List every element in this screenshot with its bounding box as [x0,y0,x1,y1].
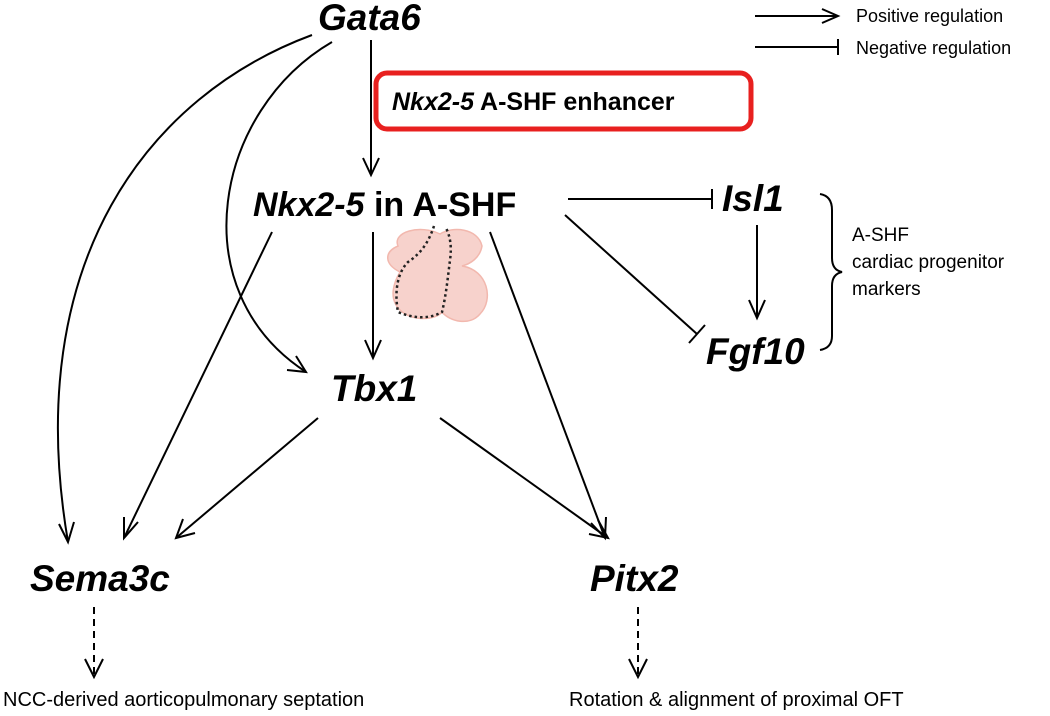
markers-label: A-SHF cardiac progenitor markers [852,225,1005,300]
edge-nkx25-to-sema3c [123,231,273,539]
enhancer-box: Nkx2-5 A-SHF enhancer [373,70,754,132]
node-fgf10: Fgf10 [706,331,805,372]
node-gata6: Gata6 [318,0,421,38]
edge-nkx25-inhibits-fgf10-bar [688,324,706,344]
edges [56,34,766,545]
markers-bracket [819,193,843,351]
node-nkx25-gene-name: Nkx2-5 [253,186,366,224]
edge-nkx25-to-tbx1-arrowhead [364,339,382,361]
edge-gata6-to-nkx25-arrowhead [362,157,380,178]
inhibition-edges [564,189,713,344]
heart-dotted-outline [395,225,453,319]
enhancer-label: Nkx2-5 A-SHF enhancer [392,88,675,116]
node-sema3c: Sema3c [30,558,170,599]
node-nkx25-in-ashf: Nkx2-5 in A-SHF [253,186,516,224]
edge-gata6-to-sema3c [56,34,313,543]
edge-pitx2-to-outcome-arrowhead [628,658,648,680]
gene-nodes: Gata6 Nkx2-5 in A-SHF Isl1 Fgf10 Tbx1 Se… [30,0,805,599]
edge-tbx1-to-pitx2-arrowhead [588,519,610,540]
node-isl1: Isl1 [722,178,784,219]
node-nkx25-suffix: in A-SHF [365,186,517,224]
edge-sema3c-to-outcome-arrowhead [84,658,104,680]
markers-label-line1: A-SHF [852,225,909,246]
heart-illustration [387,225,489,323]
enhancer-gene-name: Nkx2-5 [392,88,475,116]
markers-label-line2: cardiac progenitor [852,252,1005,273]
outcome-labels: NCC-derived aorticopulmonary septation R… [3,689,904,711]
edge-tbx1-to-sema3c-arrowhead [174,518,196,540]
legend-positive-label: Positive regulation [856,6,1003,26]
edge-isl1-to-fgf10-arrowhead [748,299,766,321]
edge-gata6-to-sema3c-arrowhead [58,521,75,545]
node-pitx2: Pitx2 [590,558,679,599]
edge-nkx25-inhibits-fgf10 [564,214,698,335]
legend-positive-arrowhead [821,8,841,24]
legend-negative-label: Negative regulation [856,38,1011,58]
markers-label-line3: markers [852,279,921,300]
edge-nkx25-to-sema3c-arrowhead [123,517,139,541]
edge-nkx25-to-pitx2 [489,231,606,539]
outcome-sema3c: NCC-derived aorticopulmonary septation [3,689,364,711]
edge-gata6-to-tbx1-arrowhead [286,355,308,374]
node-tbx1: Tbx1 [331,368,417,409]
outcome-pitx2: Rotation & alignment of proximal OFT [569,689,904,711]
legend: Positive regulation Negative regulation [755,6,1011,58]
enhancer-label-suffix: A-SHF enhancer [474,88,675,116]
heart-shape [387,228,489,323]
edge-tbx1-to-sema3c [175,417,319,539]
enhancer-box-border [373,70,754,132]
edge-tbx1-to-pitx2 [439,417,609,539]
edge-gata6-to-tbx1 [225,41,333,373]
outcome-edges [84,607,648,680]
